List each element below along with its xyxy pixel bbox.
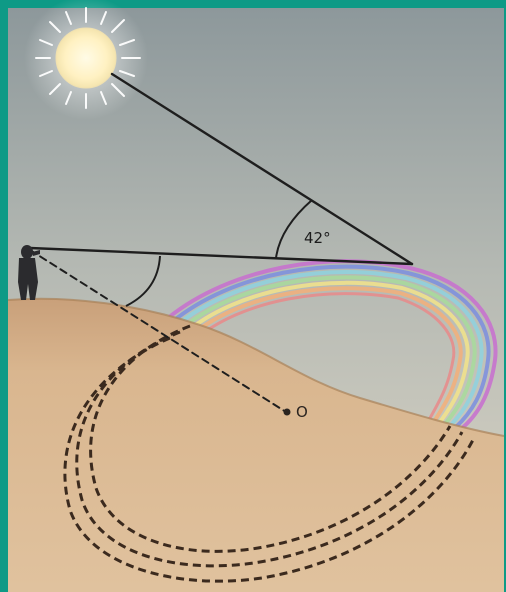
center-point bbox=[284, 409, 291, 416]
center-label: O bbox=[296, 403, 308, 421]
angle-label: 42° bbox=[304, 229, 331, 247]
sun bbox=[24, 0, 148, 120]
